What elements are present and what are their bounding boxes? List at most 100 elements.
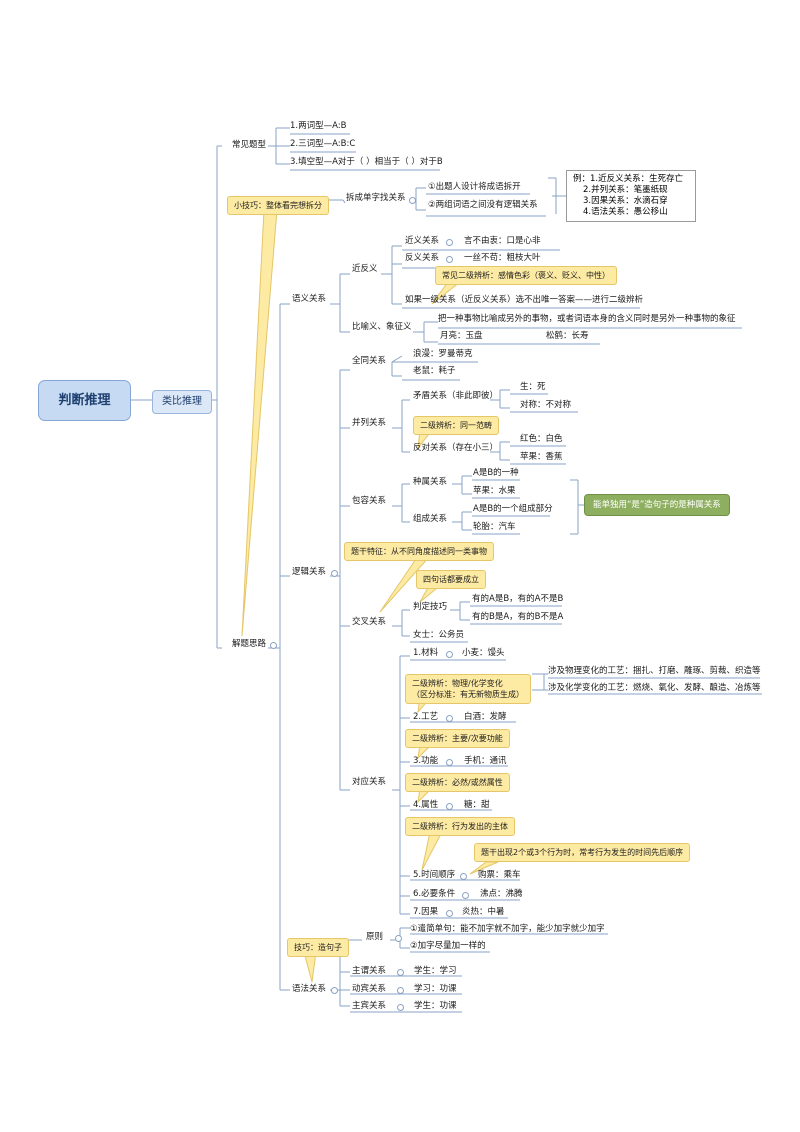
parallel-node[interactable]: 并列关系 [352, 418, 387, 428]
cause-example: 炎热：中暑 [462, 907, 505, 917]
contrary-node: 反对关系（存在小三） [413, 443, 499, 453]
near-antonym-node[interactable]: 近反义 [352, 264, 378, 274]
root-node[interactable]: 判断推理 [38, 380, 131, 421]
example-line: 例：1.近反义关系：生死存亡 [573, 174, 684, 184]
grammar-row-label: 动宾关系 [352, 984, 387, 994]
correspondence-node[interactable]: 对应关系 [352, 777, 387, 787]
attribute-example: 糖：甜 [464, 800, 490, 810]
collapse-dot[interactable] [446, 803, 453, 810]
sentence-tip-callout: 技巧：造句子 [287, 938, 349, 957]
split-item: ②两组词语之间没有逻辑关系 [428, 200, 538, 210]
function-callout: 二级辨析：主要/次要功能 [405, 729, 510, 748]
collapse-dot[interactable] [460, 873, 467, 880]
function-example: 手机：通讯 [464, 756, 507, 766]
analogy-reasoning-node[interactable]: 类比推理 [152, 390, 212, 414]
metaphor-example: 松鹤：长寿 [546, 331, 589, 341]
antonym-node: 反义关系 [405, 253, 440, 263]
composition-node: 组成关系 [413, 514, 448, 524]
condition-example: 沸点：沸腾 [480, 889, 523, 899]
semantic-node[interactable]: 语义关系 [292, 294, 327, 304]
collapse-dot[interactable] [446, 651, 453, 658]
genus-node: 种属关系 [413, 477, 448, 487]
metaphor-node[interactable]: 比喻义、象征义 [352, 322, 412, 332]
judge-node: 判定技巧 [413, 602, 448, 612]
common-type-item: 2.三词型—A:B:C [290, 139, 356, 149]
attribute-node: 4.属性 [413, 800, 439, 810]
collapse-dot[interactable] [270, 642, 277, 649]
attribute-callout: 二级辨析：必然/或然属性 [405, 773, 510, 792]
material-example: 小麦：馒头 [462, 648, 505, 658]
collapse-dot[interactable] [395, 935, 402, 942]
collapse-dot[interactable] [409, 197, 416, 204]
emotion-callout: 常见二级辨析：感情色彩（褒义、贬义、中性） [435, 266, 617, 285]
collapse-dot[interactable] [446, 256, 453, 263]
time-order-example: 购票：乘车 [478, 870, 521, 880]
example-line: 4.语法关系：愚公移山 [583, 207, 668, 217]
intersection-node[interactable]: 交叉关系 [352, 617, 387, 627]
tip-callout: 小技巧：整体看完想拆分 [227, 196, 329, 215]
collapse-dot[interactable] [446, 715, 453, 722]
judge-item: 有的B是A，有的B不是A [472, 612, 564, 622]
collapse-dot[interactable] [462, 892, 469, 899]
contrary-item: 红色：白色 [520, 434, 563, 444]
chemical-craft-item: 涉及化学变化的工艺：燃烧、氧化、发酵、酿造、冶炼等 [548, 683, 761, 693]
split-item: ①出题人设计将成语拆开 [428, 182, 521, 192]
intersection-example: 女士：公务员 [413, 630, 465, 640]
cause-node: 7.因果 [413, 907, 439, 917]
collapse-dot[interactable] [397, 1004, 404, 1011]
contradiction-item: 生：死 [520, 382, 546, 392]
grammar-row-example: 学生：学习 [414, 966, 457, 976]
change-callout: 二级辨析：物理/化学变化 （区分标准：有无新物质生成） [405, 674, 531, 704]
common-type-item: 3.填空型—A对于（ ）相当于（ ）对于B [290, 157, 443, 167]
grammar-node[interactable]: 语法关系 [292, 984, 327, 994]
metaphor-desc: 把一种事物比喻成另外的事物，或者词语本身的含义同时是另外一种事物的象征 [438, 314, 736, 324]
synonym-node: 近义关系 [405, 236, 440, 246]
common-type-item: 1.两词型—A:B [290, 121, 347, 131]
common-types-node[interactable]: 常见题型 [232, 140, 267, 150]
logic-node[interactable]: 逻辑关系 [292, 567, 327, 577]
same-category-callout: 二级辨析：同一范畴 [413, 416, 499, 435]
composition-item: 轮胎：汽车 [473, 522, 516, 532]
grammar-row-label: 主宾关系 [352, 1001, 387, 1011]
collapse-dot[interactable] [331, 987, 338, 994]
principle-item: ①遣简单句：能不加字就不加字，能少加字就少加字 [410, 924, 605, 934]
grammar-row-label: 主谓关系 [352, 966, 387, 976]
collapse-dot[interactable] [331, 570, 338, 577]
example-line: 3.因果关系：水滴石穿 [583, 196, 668, 206]
contradiction-item: 对称：不对称 [520, 400, 572, 410]
synonym-example: 言不由衷：口是心非 [464, 236, 541, 246]
callout-line: （区分标准：有无新物质生成） [412, 690, 524, 699]
identical-item: 浪漫：罗曼蒂克 [413, 349, 473, 359]
craft-node: 2.工艺 [413, 712, 439, 722]
cross-feature-callout: 题干特征：从不同角度描述同一类事物 [344, 542, 494, 561]
material-node: 1.材料 [413, 648, 439, 658]
collapse-dot[interactable] [397, 987, 404, 994]
containment-node[interactable]: 包容关系 [352, 496, 387, 506]
near-note: 如果一级关系（近反义关系）选不出唯一答案——进行二级辨析 [405, 295, 644, 305]
principle-node: 原则 [366, 932, 384, 942]
antonym-example: 一丝不苟：粗枝大叶 [464, 253, 541, 263]
genus-item: 苹果：水果 [473, 486, 516, 496]
subject-callout: 二级辨析：行为发出的主体 [405, 817, 515, 836]
principle-item: ②加字尽量加一样的 [410, 941, 486, 951]
approach-node[interactable]: 解题思路 [232, 639, 267, 649]
grammar-row-example: 学生：功课 [414, 1001, 457, 1011]
judge-item: 有的A是B，有的A不是B [472, 594, 564, 604]
composition-item: A是B的一个组成部分 [473, 504, 553, 514]
identical-item: 老鼠：耗子 [413, 366, 456, 376]
genus-tip-badge: 能单独用“是”造句子的是种属关系 [584, 494, 730, 516]
physical-craft-item: 涉及物理变化的工艺：捆扎、打磨、雕琢、剪裁、织造等 [548, 666, 761, 676]
split-node[interactable]: 拆成单字找关系 [346, 193, 406, 203]
condition-node: 6.必要条件 [413, 889, 456, 899]
split-examples-box: 例：1.近反义关系：生死存亡 2.并列关系：笔墨纸砚 3.因果关系：水滴石穿 4… [566, 170, 696, 222]
collapse-dot[interactable] [446, 759, 453, 766]
collapse-dot[interactable] [397, 969, 404, 976]
identical-node[interactable]: 全同关系 [352, 356, 387, 366]
collapse-dot[interactable] [446, 910, 453, 917]
grammar-row-example: 学习：功课 [414, 984, 457, 994]
function-node: 3.功能 [413, 756, 439, 766]
time-order-node: 5.时间顺序 [413, 870, 456, 880]
callout-line: 二级辨析：物理/化学变化 [412, 679, 503, 688]
collapse-dot[interactable] [446, 239, 453, 246]
